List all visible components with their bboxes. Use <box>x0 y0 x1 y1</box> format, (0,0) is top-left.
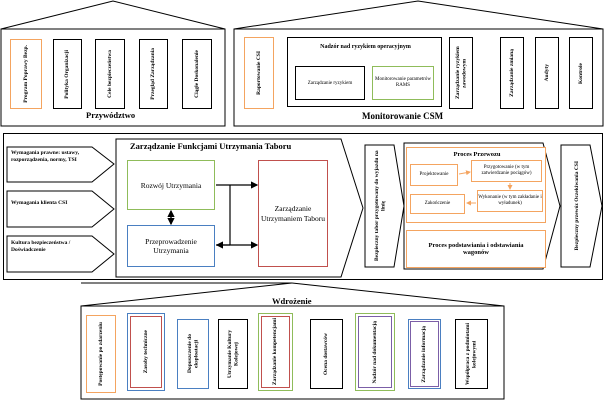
center-title: Zarządzanie Funkcjami Utrzymania Taboru <box>130 141 292 151</box>
process-step-finish: Zakończenie <box>410 194 465 214</box>
output-arrow <box>560 144 603 268</box>
leadership-item-3: Cele bezpieczeństwa <box>95 39 125 109</box>
monitoring-item-1: Zarządzanie ryzykiem zawodowym <box>449 37 473 109</box>
management-box: Zarządzanie Utrzymaniem Taboru <box>258 160 328 267</box>
process-title: Proces Przewozu <box>453 151 501 158</box>
monitoring-item-3: Audyty <box>535 37 559 109</box>
impl-item-6: Ocena dostawców <box>310 319 343 389</box>
leadership-item-5: Ciągłe Doskonalenie <box>182 39 212 109</box>
impl-item-2: Zasoby techniczne <box>127 313 165 391</box>
monitoring-item-4: Kontrole <box>569 37 593 109</box>
impl-item-1: Postępowanie po zdarzeniu <box>86 315 116 393</box>
safe-stock-arrow <box>364 144 405 268</box>
impl-item-7: Nadzór nad dokumentacją <box>355 313 395 391</box>
safe-stock-label: Bezpieczny tabor przygotowany do wyjazdu… <box>373 150 386 262</box>
input-culture: Kultura bezpieczeństwa / Doświadczenie <box>11 240 71 253</box>
implementation-title: Wdrożenie <box>272 296 312 306</box>
impl-item-5: Zarządzanie kompetencjami <box>258 313 293 391</box>
rams-box: Monitorowanie parametrów RAMS <box>372 66 434 100</box>
process-step-design: Projektowanie <box>410 164 458 186</box>
execution-box: Przeprowadzenie Utrzymania <box>127 225 215 267</box>
impl-item-9: Współpraca z podmiotami kolejowymi <box>455 319 488 389</box>
monitoring-title: Monitorowanie CSM <box>362 111 444 121</box>
restoration-box: Proces podstawiania i odstawiania wagonó… <box>406 230 546 268</box>
leadership-panel <box>0 0 226 127</box>
leadership-item-1: Program Poprawy Bezp. <box>10 39 42 109</box>
input-arrows <box>6 146 115 273</box>
leadership-item-4: Przegląd Zarządzania <box>139 39 168 109</box>
risk-supervision-title: Nadzór nad ryzykiem operacyjnym <box>320 44 411 50</box>
center-connectors <box>167 181 259 249</box>
input-client: Wymagania klienta CSI <box>11 200 68 206</box>
risk-supervision-box: Nadzór nad ryzykiem operacyjnym Zarządza… <box>287 37 442 107</box>
impl-item-3: Dopuszczenie do eksploatacji <box>177 319 209 389</box>
process-arrows <box>458 170 513 206</box>
impl-item-8: Zarządzanie informacją <box>408 319 441 389</box>
monitoring-outline <box>233 0 604 127</box>
leadership-item-2: Polityka Organizacji <box>53 39 82 109</box>
input-legal: Wymagania prawne: ustawy, rozporządzenia… <box>11 150 80 163</box>
leadership-outline <box>0 0 226 127</box>
implementation-outline <box>80 282 505 400</box>
process-step-prepare: Przygotowanie (w tym zatwierdzanie pocią… <box>471 160 542 182</box>
development-box: Rozwój Utrzymania <box>127 160 215 210</box>
impl-item-4: Utrzymanie Kultury Kolejowej <box>218 319 248 389</box>
output-label: Bezpieczny przewóz Oczekiwania CSI <box>573 161 580 251</box>
monitoring-item-2: Zarządzanie zmianą <box>500 37 524 109</box>
monitoring-reporting: Raportowanie CSI <box>244 37 274 109</box>
risk-management-box: Zarządzanie ryzykiem <box>295 66 365 100</box>
leadership-title: Przywództwo <box>86 110 136 120</box>
process-step-execute: Wykonanie (w tym zakładanie i wyładunek) <box>477 190 543 212</box>
